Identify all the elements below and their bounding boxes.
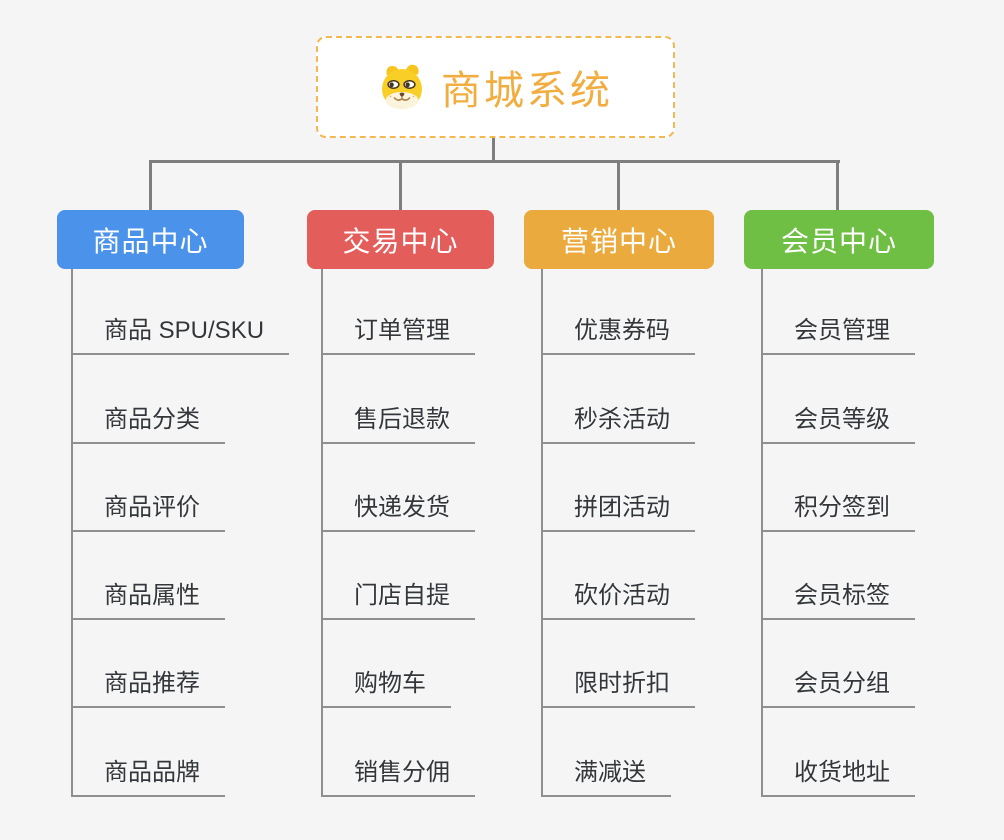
child-node[interactable]: 优惠券码 bbox=[541, 267, 695, 356]
child-node[interactable]: 商品品牌 bbox=[71, 708, 289, 797]
child-node[interactable]: 门店自提 bbox=[321, 532, 475, 621]
child-node-label: 会员标签 bbox=[761, 575, 915, 621]
child-node-label: 积分签到 bbox=[761, 487, 915, 532]
child-node-label: 会员管理 bbox=[761, 310, 915, 356]
child-node-label: 订单管理 bbox=[321, 310, 475, 356]
child-node[interactable]: 拼团活动 bbox=[541, 444, 695, 532]
connector-drop-product bbox=[149, 161, 152, 210]
branch-node-product-center[interactable]: 商品中心 bbox=[57, 210, 244, 269]
child-node-label: 门店自提 bbox=[321, 575, 475, 621]
connector-drop-trade bbox=[399, 161, 402, 210]
child-node[interactable]: 售后退款 bbox=[321, 355, 475, 444]
child-node-label: 商品属性 bbox=[71, 575, 225, 621]
child-node[interactable]: 砍价活动 bbox=[541, 532, 695, 621]
child-node[interactable]: 商品属性 bbox=[71, 532, 289, 621]
child-node[interactable]: 购物车 bbox=[321, 620, 475, 709]
child-node-label: 购物车 bbox=[321, 663, 451, 709]
branch-node-trade-center[interactable]: 交易中心 bbox=[307, 210, 494, 269]
child-node-label: 销售分佣 bbox=[321, 752, 475, 797]
child-node[interactable]: 会员分组 bbox=[761, 620, 915, 709]
children-column-member: 会员管理 会员等级 积分签到 会员标签 会员分组 收货地址 bbox=[761, 267, 915, 797]
child-node[interactable]: 限时折扣 bbox=[541, 620, 695, 709]
child-node-label: 快递发货 bbox=[321, 487, 475, 532]
connector-drop-marketing bbox=[617, 161, 620, 210]
dog-face-icon bbox=[382, 64, 422, 109]
connector-root-stub bbox=[492, 138, 495, 163]
child-node[interactable]: 商品 SPU/SKU bbox=[71, 267, 290, 356]
child-node[interactable]: 商品推荐 bbox=[71, 620, 289, 709]
child-node[interactable]: 订单管理 bbox=[321, 267, 475, 356]
child-node-label: 会员等级 bbox=[761, 399, 915, 444]
children-column-product: 商品 SPU/SKU 商品分类 商品评价 商品属性 商品推荐 商品品牌 bbox=[71, 267, 290, 797]
child-node-label: 优惠券码 bbox=[541, 310, 695, 356]
connector-drop-member bbox=[836, 161, 839, 210]
child-node-label: 拼团活动 bbox=[541, 487, 695, 532]
branch-label: 交易中心 bbox=[342, 225, 459, 257]
branch-label: 营销中心 bbox=[560, 225, 677, 257]
child-node[interactable]: 会员标签 bbox=[761, 532, 915, 621]
child-node-label: 商品分类 bbox=[71, 399, 225, 444]
child-node-label: 收货地址 bbox=[761, 752, 915, 797]
child-node[interactable]: 收货地址 bbox=[761, 708, 915, 797]
child-node-label: 商品 SPU/SKU bbox=[71, 310, 290, 356]
child-node-label: 售后退款 bbox=[321, 399, 475, 444]
root-node-label: 商城系统 bbox=[441, 69, 613, 113]
child-node[interactable]: 秒杀活动 bbox=[541, 355, 695, 444]
trunk-line-trade bbox=[321, 269, 323, 797]
child-node[interactable]: 满减送 bbox=[541, 708, 695, 797]
trunk-line-member bbox=[761, 269, 763, 797]
connector-rail bbox=[149, 160, 840, 163]
child-node-label: 商品品牌 bbox=[71, 752, 225, 797]
child-node-label: 会员分组 bbox=[761, 663, 915, 709]
child-node[interactable]: 快递发货 bbox=[321, 444, 475, 532]
child-node[interactable]: 商品评价 bbox=[71, 444, 289, 532]
children-column-marketing: 优惠券码 秒杀活动 拼团活动 砍价活动 限时折扣 满减送 bbox=[541, 267, 695, 797]
children-column-trade: 订单管理 售后退款 快递发货 门店自提 购物车 销售分佣 bbox=[321, 267, 475, 797]
child-node-label: 秒杀活动 bbox=[541, 399, 695, 444]
branch-node-marketing-center[interactable]: 营销中心 bbox=[524, 210, 714, 269]
child-node-label: 限时折扣 bbox=[541, 663, 695, 709]
child-node-label: 砍价活动 bbox=[541, 575, 695, 621]
child-node-label: 商品推荐 bbox=[71, 663, 225, 709]
child-node[interactable]: 会员管理 bbox=[761, 267, 915, 356]
child-node-label: 满减送 bbox=[541, 752, 671, 797]
child-node[interactable]: 商品分类 bbox=[71, 355, 289, 444]
trunk-line-marketing bbox=[541, 269, 543, 797]
child-node[interactable]: 销售分佣 bbox=[321, 708, 475, 797]
trunk-line-product bbox=[71, 269, 73, 797]
child-node[interactable]: 积分签到 bbox=[761, 444, 915, 532]
branch-label: 会员中心 bbox=[780, 225, 897, 257]
branch-label: 商品中心 bbox=[92, 225, 209, 257]
branch-node-member-center[interactable]: 会员中心 bbox=[744, 210, 934, 269]
child-node[interactable]: 会员等级 bbox=[761, 355, 915, 444]
root-node-mall-system[interactable]: 商城系统 bbox=[316, 36, 675, 138]
child-node-label: 商品评价 bbox=[71, 487, 225, 532]
